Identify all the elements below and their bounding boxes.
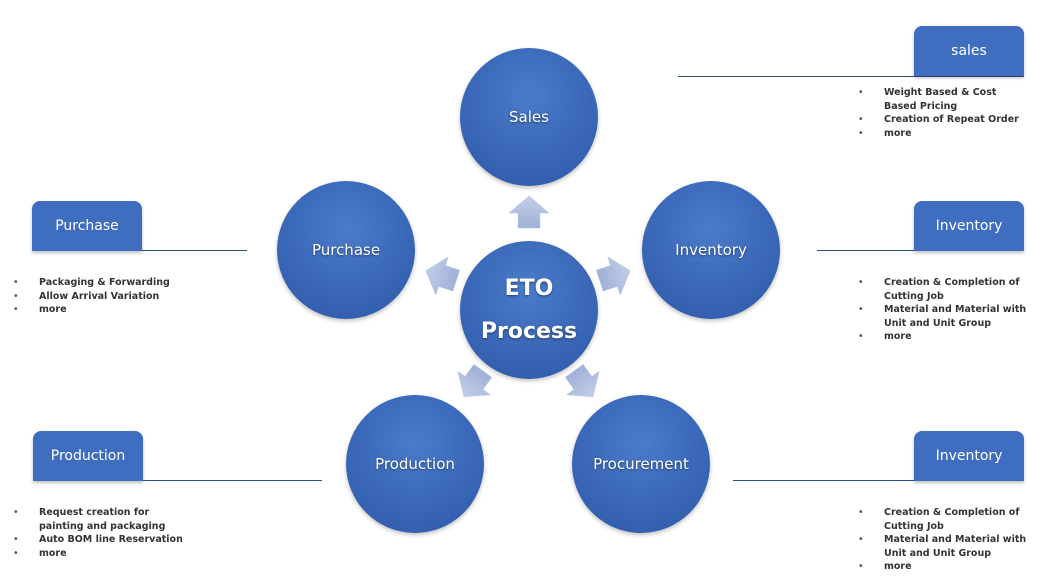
list-item: more [858,560,1048,574]
list-item: Material and Material with Unit and Unit… [858,533,1048,560]
list-item: more [13,303,213,317]
list-item: Creation & Completion of Cutting Job [858,506,1048,533]
node-production: Production [346,395,484,533]
inventory-bottom-panel-list: Creation & Completion of Cutting Job Mat… [858,506,1048,574]
inventory-top-panel-title: Inventory [935,218,1003,234]
node-purchase: Purchase [277,181,415,319]
production-panel-rule [33,480,322,481]
center-label-line2: Process [480,319,578,344]
purchase-panel-title: Purchase [55,218,119,234]
sales-panel-tab: sales [914,26,1024,76]
list-item: Request creation for painting and packag… [13,506,188,533]
purchase-panel-tab: Purchase [32,201,142,251]
node-inventory: Inventory [642,181,780,319]
arrow-to-production [457,364,493,398]
purchase-panel-list: Packaging & Forwarding Allow Arrival Var… [13,276,213,317]
list-item: Creation of Repeat Order [858,113,1028,127]
list-item: Allow Arrival Variation [13,290,213,304]
production-panel-tab: Production [33,431,143,481]
node-procurement: Procurement [572,395,710,533]
center-label-line1: ETO [504,276,554,301]
inventory-top-panel-list: Creation & Completion of Cutting Job Mat… [858,276,1048,344]
arrow-to-procurement [564,364,600,398]
node-sales: Sales [460,48,598,186]
inventory-bottom-panel-title: Inventory [935,448,1003,464]
arrow-to-sales [508,195,550,229]
list-item: more [858,127,1028,141]
list-item: more [13,547,188,561]
arrow-to-purchase [425,256,460,296]
arrow-to-inventory [596,256,631,296]
node-inventory-label: Inventory [675,241,747,259]
inventory-bottom-panel-rule [733,480,1024,481]
list-item: more [858,330,1048,344]
inventory-bottom-panel-tab: Inventory [914,431,1024,481]
production-panel-list: Request creation for painting and packag… [13,506,188,560]
list-item: Weight Based & Cost Based Pricing [858,86,1028,113]
node-sales-label: Sales [509,108,549,126]
list-item: Packaging & Forwarding [13,276,213,290]
sales-panel-title: sales [951,43,987,59]
list-item: Material and Material with Unit and Unit… [858,303,1048,330]
node-eto-process: ETO Process [460,241,598,379]
sales-panel-rule [678,76,1024,77]
production-panel-title: Production [50,448,126,464]
node-procurement-label: Procurement [593,455,689,473]
node-purchase-label: Purchase [311,241,381,259]
inventory-top-panel-tab: Inventory [914,201,1024,251]
sales-panel-list: Weight Based & Cost Based Pricing Creati… [858,86,1028,140]
list-item: Creation & Completion of Cutting Job [858,276,1048,303]
list-item: Auto BOM line Reservation [13,533,188,547]
node-production-label: Production [375,455,455,473]
